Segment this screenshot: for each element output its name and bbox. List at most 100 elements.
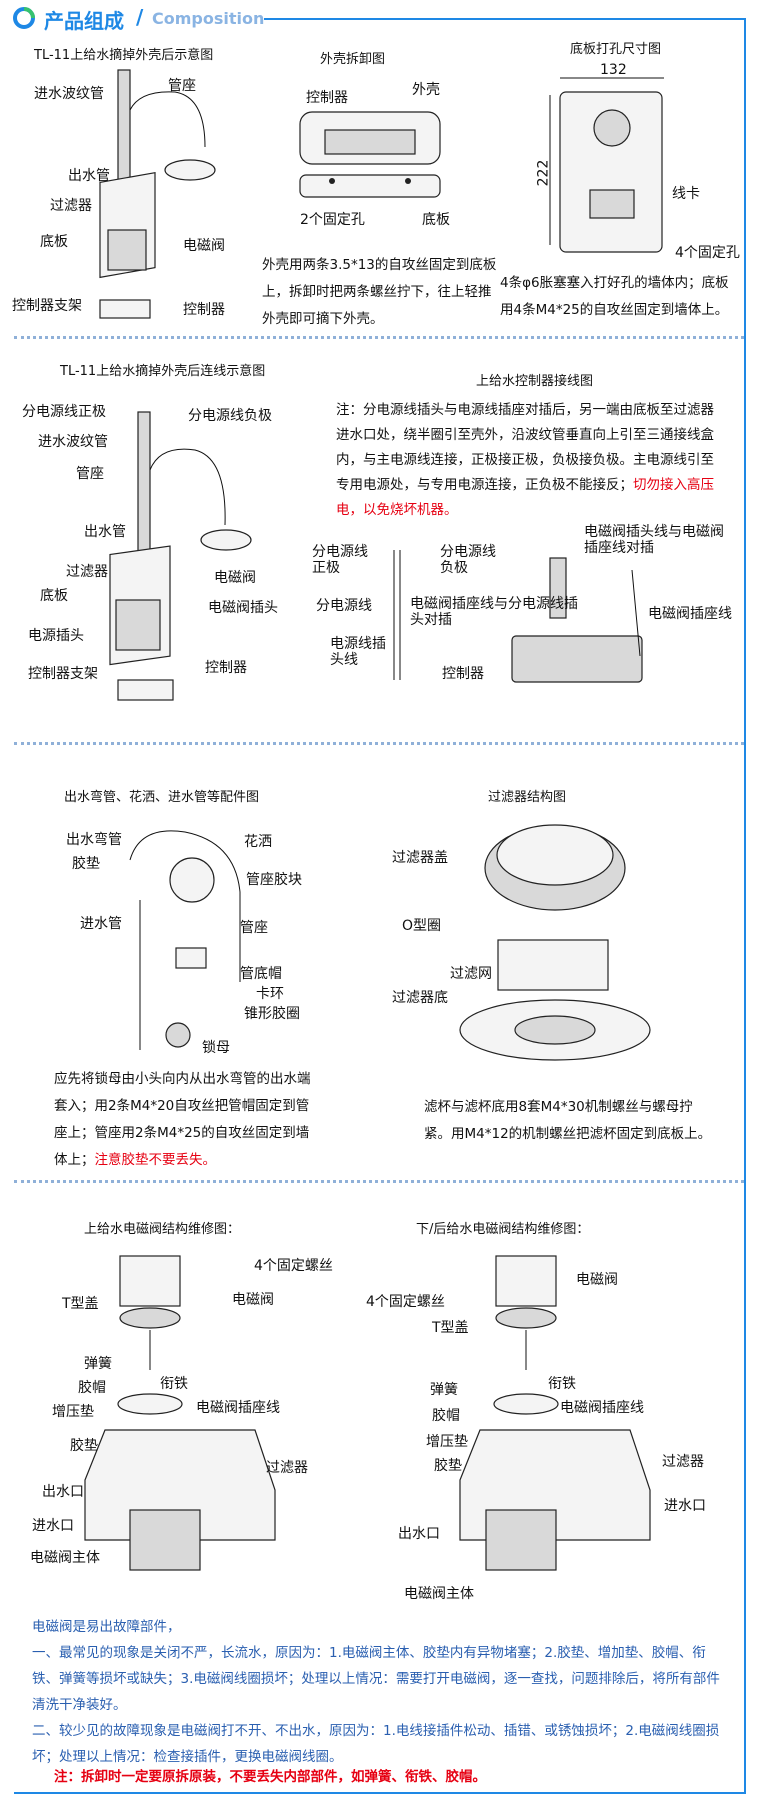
- s4-d1-label: 衔铁: [160, 1376, 188, 1392]
- s4-d1-title: 上给水电磁阀结构维修图：: [84, 1222, 241, 1237]
- s1-d1-label: 底板: [40, 234, 68, 250]
- baseplate-diagram-illustration: [549, 77, 664, 253]
- s4-d2-label: 电磁阀: [576, 1272, 618, 1288]
- s1-d1-label: 控制器支架: [12, 298, 82, 314]
- s1-d2-label: 2个固定孔: [300, 212, 365, 228]
- s2-d1-label: 管座: [76, 466, 104, 482]
- s4-d1-label: 弹簧: [84, 1356, 112, 1372]
- s1-d3-title: 底板打孔尺寸图: [570, 42, 662, 57]
- s3-d1-label: 出水弯管: [66, 832, 122, 848]
- s1-d1-label: 过滤器: [50, 198, 92, 214]
- s1-d3-label: 4个固定孔: [675, 245, 740, 261]
- shower-diagram-illustration: [99, 69, 216, 319]
- s2-d1-label: 电磁阀: [214, 570, 256, 586]
- page-frame: [744, 18, 746, 1794]
- s2-d1-label: 分电源线负极: [188, 408, 272, 424]
- s2-d2-label: 分电源线负极: [440, 544, 496, 576]
- s3-d1-label: 管座: [240, 920, 268, 936]
- s4-d1-label: 4个固定螺丝: [254, 1258, 333, 1274]
- s3-d1-title: 出水弯管、花洒、进水管等配件图: [64, 790, 260, 805]
- s3-d1-label: 管底帽: [240, 966, 282, 982]
- s2-d1-label: 分电源线正极: [22, 404, 106, 420]
- s3-d1-label: 进水管: [80, 916, 122, 932]
- s4-d2-label: 弹簧: [430, 1382, 458, 1398]
- s3-d1-label: 管座胶块: [246, 872, 302, 888]
- s1-d1-label: 管座: [168, 78, 196, 94]
- s3-d2-label: O型圈: [402, 918, 442, 934]
- s3-d1-text: 应先将锁母由小头向内从出水弯管的出水端套入；用2条M4*20自攻丝把管帽固定到管…: [54, 1066, 320, 1174]
- s3-d2-label: 过滤网: [450, 966, 492, 982]
- s1-d1-title: TL-11上给水摘掉外壳后示意图: [34, 48, 214, 63]
- header-rule: [264, 18, 746, 20]
- accessories-illustration: [129, 830, 241, 1050]
- s2-d1-label: 过滤器: [66, 564, 108, 580]
- s4-d1-label: 过滤器: [266, 1460, 308, 1476]
- s1-d1-label: 控制器: [183, 302, 225, 318]
- s4-d2-label: 出水口: [398, 1526, 440, 1542]
- s4-d2-label: 过滤器: [662, 1454, 704, 1470]
- s1-d2-label: 控制器: [306, 90, 348, 106]
- wiring-shower-illustration: [109, 411, 252, 701]
- s2-d2-label: 控制器: [442, 666, 484, 682]
- valve-top-illustration: [84, 1255, 276, 1571]
- s2-d1-label: 出水管: [84, 524, 126, 540]
- divider: [14, 1180, 744, 1183]
- s2-d1-label: 电磁阀插头: [208, 600, 278, 616]
- s2-d2-label: 分电源线: [316, 598, 372, 614]
- filter-structure-illustration: [459, 824, 651, 1061]
- s1-d2-label: 外壳: [412, 82, 440, 98]
- divider: [14, 742, 744, 745]
- s1-d2-label: 底板: [422, 212, 450, 228]
- s4-d2-label: 胶垫: [434, 1458, 462, 1474]
- s3-d2-label: 过滤器底: [392, 990, 448, 1006]
- s4-d2-label: 进水口: [664, 1498, 706, 1514]
- s1-d2-text: 外壳用两条3.5*13的自攻丝固定到底板上，拆卸时把两条螺丝拧下，往上轻推外壳即…: [262, 257, 497, 327]
- s2-d2-label: 电磁阀插座线: [648, 606, 732, 622]
- s4-d2-label: 衔铁: [548, 1376, 576, 1392]
- s3-d1-text-normal: 应先将锁母由小头向内从出水弯管的出水端套入；用2条M4*20自攻丝把管帽固定到管…: [54, 1071, 311, 1168]
- s1-d1-label: 出水管: [68, 168, 110, 184]
- s1-d1-label: 电磁阀: [183, 238, 225, 254]
- s4-d1-label: 电磁阀: [232, 1292, 274, 1308]
- s4-d1-label: 胶帽: [78, 1380, 106, 1396]
- housing-diagram-illustration: [299, 111, 441, 198]
- logo-icon: [13, 7, 35, 29]
- s2-d2-label: 电磁阀插头线与电磁阀插座线对插: [584, 524, 724, 556]
- s2-d2-label: 分电源线正极: [312, 544, 368, 576]
- notes-heading: 电磁阀是易出故障部件，: [32, 1619, 181, 1635]
- s1-d3-text: 4条φ6胀塞塞入打好孔的墙体内；底板用4条M4*25的自攻丝固定到墙体上。: [500, 275, 729, 318]
- s4-d1-label: 电磁阀插座线: [196, 1400, 280, 1416]
- valve-bottom-illustration: [459, 1255, 651, 1571]
- s2-d2-label: 电源线插头线: [330, 636, 386, 668]
- page-frame-bottom: [14, 1792, 746, 1794]
- s3-d1-label: 锥形胶圈: [244, 1006, 300, 1022]
- controller-wiring-illustration: [393, 550, 643, 683]
- s2-d1-title: TL-11上给水摘掉外壳后连线示意图: [60, 364, 266, 379]
- s4-d1-label: 进水口: [32, 1518, 74, 1534]
- s4-d1-label: 增压垫: [52, 1404, 94, 1420]
- s3-d2-label: 过滤器盖: [392, 850, 448, 866]
- s2-d2-text: 注：分电源线插头与电源线插座对插后，另一端由底板至过滤器进水口处，绕半圈引至壳外…: [336, 398, 722, 523]
- s2-d1-label: 底板: [40, 588, 68, 604]
- s2-d1-label: 进水波纹管: [38, 434, 108, 450]
- s2-d1-label: 控制器: [205, 660, 247, 676]
- s1-d1-label: 进水波纹管: [34, 86, 104, 102]
- s3-d1-text-red: 注意胶垫不要丢失。: [94, 1152, 217, 1168]
- s2-d1-label: 控制器支架: [28, 666, 98, 682]
- s4-d2-label: 4个固定螺丝: [366, 1294, 445, 1310]
- header-title-cn: 产品组成: [44, 9, 124, 33]
- s4-d1-label: 电磁阀主体: [30, 1550, 100, 1566]
- s3-d1-label: 锁母: [202, 1040, 230, 1056]
- s4-d2-label: 增压垫: [426, 1434, 468, 1450]
- s3-d2-text: 滤杯与滤杯底用8套M4*30机制螺丝与螺母拧紧。用M4*12的机制螺丝把滤杯固定…: [424, 1099, 712, 1142]
- s4-d2-label: 胶帽: [432, 1408, 460, 1424]
- s3-d1-label: 卡环: [256, 986, 284, 1002]
- baseplate-width: 132: [600, 62, 627, 78]
- header-title-en: Composition: [152, 9, 265, 28]
- s4-d2-title: 下/后给水电磁阀结构维修图：: [416, 1222, 590, 1237]
- s3-d1-label: 花洒: [244, 834, 272, 850]
- s2-d2-text-red: 切勿接入高压电，以免烧坏机器。: [336, 477, 714, 518]
- s2-d2-text-normal: 注：分电源线插头与电源线插座对插后，另一端由底板至过滤器进水口处，绕半圈引至壳外…: [336, 402, 714, 493]
- s4-d1-label: T型盖: [62, 1296, 99, 1312]
- s4-d2-label: 电磁阀插座线: [560, 1400, 644, 1416]
